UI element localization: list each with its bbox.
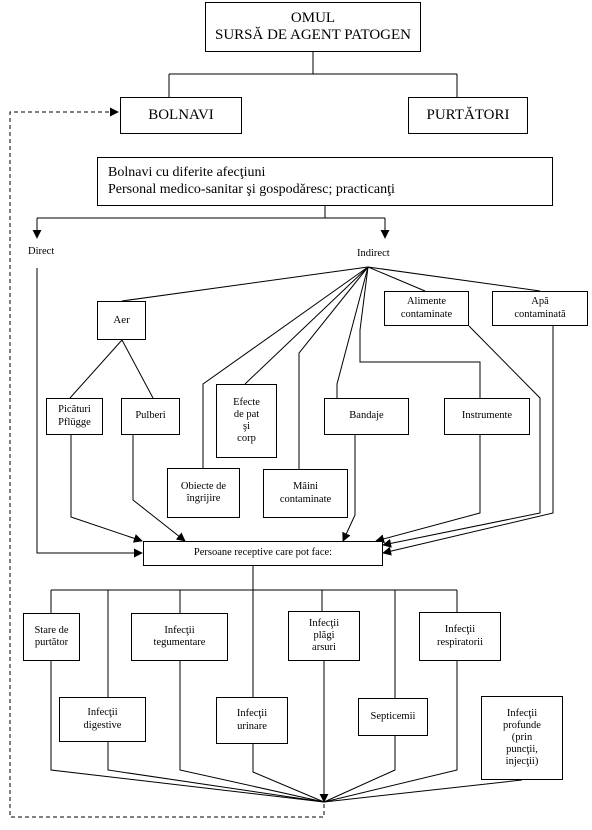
obiecte-box: Obiecte de îngrijire [167, 468, 240, 518]
sick-box: BOLNAVI [120, 97, 242, 134]
alimente-line-2: contaminate [400, 308, 453, 320]
source-box: OMUL SURSĂ DE AGENT PATOGEN [205, 2, 421, 52]
outcome-plagi-line-2: plăgi [313, 629, 335, 641]
apa-line-1: Apă [531, 296, 549, 308]
maini-line-1: Mâini [292, 481, 319, 493]
outcome-profunde-line-1: Infecţii [506, 707, 538, 719]
obiecte-line-2: îngrijire [186, 493, 221, 504]
aer-label: Aer [113, 314, 130, 327]
outcome-septicemii-label: Septicemii [370, 710, 416, 722]
source-line-1: OMUL [290, 9, 336, 26]
outcome-stare-line-1: Stare de [34, 624, 69, 636]
efecte-box: Efecte de pat şi corp [216, 384, 277, 458]
outcome-tegumentare-box: Infecţii tegumentare [131, 613, 228, 661]
outcome-profunde-line-3: (prin [511, 731, 533, 743]
efecte-line-4: corp [237, 433, 256, 445]
source-line-2: SURSĂ DE AGENT PATOGEN [214, 27, 411, 43]
receptive-label: Persoane receptive care pot face: [193, 547, 333, 559]
instrumente-label: Instrumente [461, 410, 513, 422]
outcome-plagi-line-1: Infecţii [308, 617, 340, 629]
aer-box: Aer [97, 301, 146, 340]
outcome-septicemii-box: Septicemii [358, 698, 428, 736]
groups-line-1: Bolnavi cu diferite afecţiuni [108, 165, 266, 181]
pulberi-box: Pulberi [121, 398, 180, 435]
maini-box: Mâini contaminate [263, 469, 348, 518]
outcome-profunde-box: Infecţii profunde (prin puncţii, injecţi… [481, 696, 563, 780]
outcome-urinare-line-2: urinare [237, 720, 267, 732]
outcome-profunde-line-5: injecţii) [505, 756, 539, 768]
outcome-digestive-line-1: Infecţii [87, 707, 118, 719]
indirect-label: Indirect [357, 248, 390, 259]
groups-box: Bolnavi cu diferite afecţiuni Personal m… [97, 157, 553, 206]
outcome-plagi-line-3: arsuri [312, 642, 336, 654]
outcome-respiratorii-box: Infecţii respiratorii [419, 612, 501, 661]
picaturi-line-2: Pflügge [58, 416, 91, 428]
apa-box: Apă contaminată [492, 291, 588, 326]
outcome-profunde-line-2: profunde [503, 719, 541, 731]
bandaje-box: Bandaje [324, 398, 409, 435]
maini-line-2: contaminate [279, 493, 332, 505]
outcome-urinare-line-1: Infecţii [236, 708, 268, 720]
picaturi-line-1: Picături [58, 404, 91, 416]
sick-label: BOLNAVI [148, 106, 214, 123]
outcome-plagi-box: Infecţii plăgi arsuri [288, 611, 360, 661]
outcome-urinare-box: Infecţii urinare [216, 697, 288, 744]
outcome-stare-box: Stare de purtător [23, 613, 80, 661]
outcome-profunde-line-4: puncţii, [506, 744, 538, 756]
obiecte-line-1: Obiecte de [180, 480, 227, 492]
efecte-line-2: de pat [233, 408, 260, 420]
bandaje-label: Bandaje [349, 410, 384, 422]
picaturi-box: Picături Pflügge [46, 398, 103, 435]
efecte-line-1: Efecte [233, 396, 260, 408]
pulberi-label: Pulberi [135, 410, 166, 422]
direct-label: Direct [28, 246, 55, 257]
outcome-stare-line-2: purtător [34, 637, 69, 648]
outcome-respiratorii-line-1: Infecţii [444, 624, 476, 636]
groups-line-2: Personal medico-sanitar şi gospodăresc; … [108, 181, 395, 197]
carriers-label: PURTĂTORI [426, 106, 510, 123]
instrumente-box: Instrumente [444, 398, 530, 435]
alimente-box: Alimente contaminate [384, 291, 469, 326]
efecte-line-3: şi [242, 421, 250, 432]
carriers-box: PURTĂTORI [408, 97, 528, 134]
receptive-box: Persoane receptive care pot face: [143, 541, 383, 566]
outcome-digestive-line-2: digestive [83, 719, 122, 731]
alimente-line-1: Alimente [406, 296, 447, 308]
outcome-tegumentare-line-2: tegumentare [153, 637, 206, 648]
outcome-tegumentare-line-1: Infecţii [164, 624, 195, 636]
apa-line-2: contaminată [514, 308, 566, 320]
outcome-digestive-box: Infecţii digestive [59, 697, 146, 742]
outcome-respiratorii-line-2: respiratorii [436, 636, 484, 648]
